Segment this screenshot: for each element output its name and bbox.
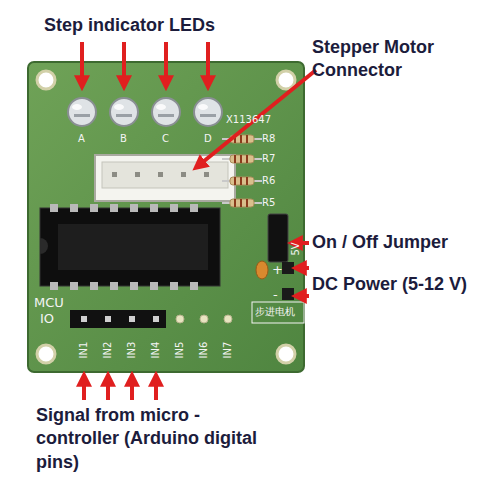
- power-label: +: [272, 263, 283, 276]
- callout-label: DC Power (5-12 V): [312, 273, 497, 296]
- header-label: MCU: [34, 296, 64, 309]
- callout-label: Stepper Motor Connector: [312, 36, 482, 83]
- resistor-label: R8: [262, 134, 275, 144]
- leader-arrows: [82, 42, 316, 400]
- power-label: 5V: [291, 242, 301, 255]
- resistor-label: R7: [262, 154, 275, 164]
- silk-frame: [252, 302, 304, 323]
- resistor-symbols: [222, 135, 262, 207]
- resistor-label: R5: [262, 198, 275, 208]
- mounting-holes: [37, 71, 295, 363]
- callout-label: Signal from micro - controller (Arduino …: [36, 404, 266, 474]
- led-label: A: [78, 134, 85, 144]
- header-label: IO: [40, 312, 54, 325]
- power-label: -: [273, 288, 278, 301]
- board-code: X113647: [226, 115, 271, 125]
- led-label: D: [204, 134, 212, 144]
- pcb-board: [28, 62, 304, 372]
- resistor-label: R6: [262, 176, 275, 186]
- pin-name: IN6: [199, 342, 209, 359]
- pin-name: IN7: [223, 342, 233, 359]
- led-label: C: [162, 134, 169, 144]
- led-symbols: [68, 98, 222, 126]
- jumper-block: [268, 214, 288, 262]
- pin-name: IN5: [175, 342, 185, 359]
- led-label: B: [120, 134, 127, 144]
- pin-name: IN3: [127, 342, 137, 359]
- pin-name: IN4: [151, 342, 161, 359]
- board-label: 步进电机: [255, 307, 295, 317]
- pin-name: IN2: [103, 342, 113, 359]
- power-pins: [282, 262, 294, 300]
- callout-label: On / Off Jumper: [312, 231, 497, 254]
- capacitor-symbol: [256, 261, 268, 279]
- motor-connector: [95, 155, 235, 201]
- callout-label: Step indicator LEDs: [44, 14, 284, 37]
- pin-header: [70, 310, 232, 328]
- pin-name: IN1: [79, 342, 89, 359]
- driver-chip: [40, 204, 220, 290]
